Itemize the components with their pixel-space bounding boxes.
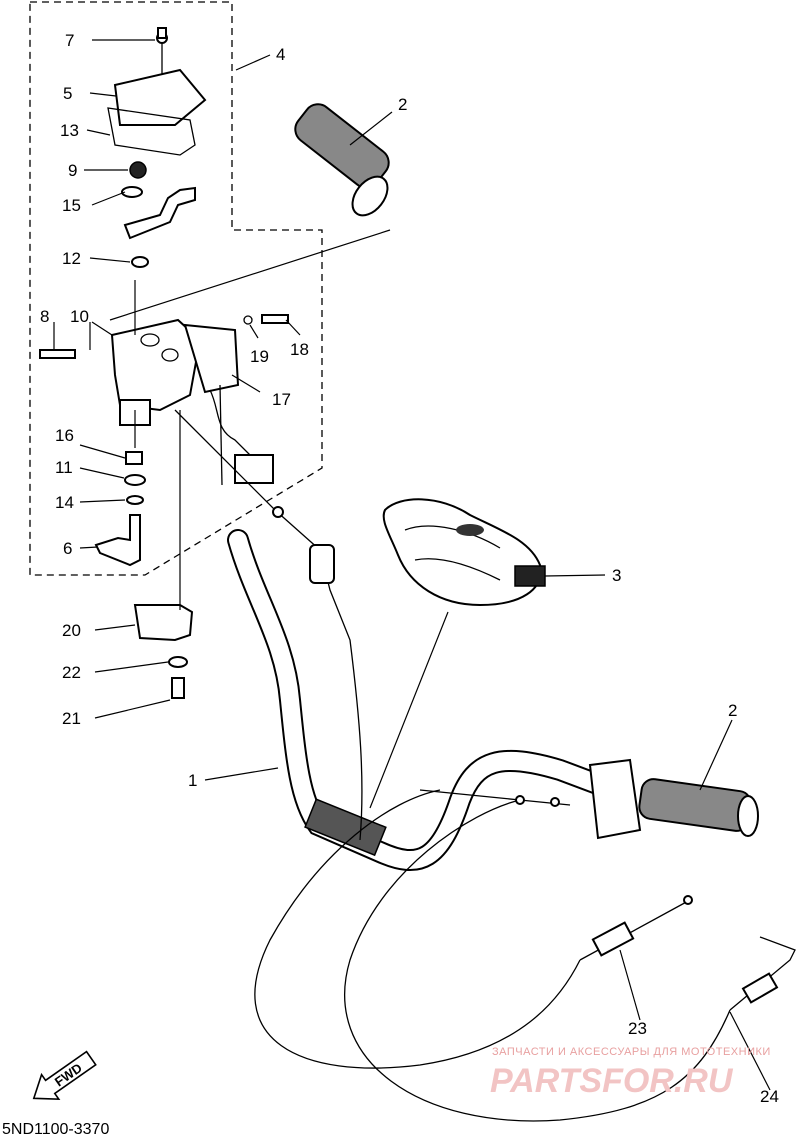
loose-grip xyxy=(294,103,390,217)
callout-10: 10 xyxy=(70,307,89,326)
callout-9: 9 xyxy=(68,161,77,180)
callout-17: 17 xyxy=(272,390,291,409)
leader-lines xyxy=(53,39,771,1091)
throttle-cable-right xyxy=(419,789,571,806)
fwd-arrow: FWD xyxy=(32,1050,97,1101)
assembly-boundary xyxy=(29,1,323,576)
lower-holder xyxy=(133,604,194,699)
callout-6: 6 xyxy=(63,539,72,558)
callout-22: 22 xyxy=(62,663,81,682)
watermark-brand: PARTSFOR.RU xyxy=(490,1062,734,1100)
callout-5: 5 xyxy=(63,84,72,103)
lower-throttle-parts xyxy=(94,451,146,567)
throttle-housing xyxy=(39,314,289,486)
callout-2-top: 2 xyxy=(398,95,407,114)
callout-16: 16 xyxy=(55,426,74,445)
callout-8: 8 xyxy=(40,307,49,326)
callout-19: 19 xyxy=(250,347,269,366)
handlebar xyxy=(227,529,611,871)
callout-23: 23 xyxy=(628,1019,647,1038)
callout-20: 20 xyxy=(62,621,81,640)
diagram-code: 5ND1100-3370 xyxy=(2,1121,109,1138)
callout-3: 3 xyxy=(612,566,621,585)
callout-21: 21 xyxy=(62,709,81,728)
callout-24: 24 xyxy=(760,1087,779,1106)
callout-12: 12 xyxy=(62,249,81,268)
bracket-parts xyxy=(121,161,196,268)
right-grip xyxy=(588,758,759,840)
cable-24 xyxy=(344,799,796,1122)
callout-14: 14 xyxy=(55,493,74,512)
callout-11: 11 xyxy=(55,458,73,477)
throttle-cover xyxy=(107,27,207,156)
cable-23 xyxy=(254,789,693,1069)
throttle-cable xyxy=(174,409,363,841)
watermark-tagline: ЗАПЧАСТИ И АКСЕССУАРЫ ДЛЯ МОТОТЕХНИКИ xyxy=(492,1046,771,1058)
handlebar-pad xyxy=(382,498,546,607)
callout-1: 1 xyxy=(188,771,197,790)
callout-7: 7 xyxy=(65,31,74,50)
callout-13: 13 xyxy=(60,121,79,140)
callout-15: 15 xyxy=(62,196,81,215)
callout-4: 4 xyxy=(276,45,285,64)
callout-18: 18 xyxy=(290,340,309,359)
callout-2-right: 2 xyxy=(728,701,737,720)
